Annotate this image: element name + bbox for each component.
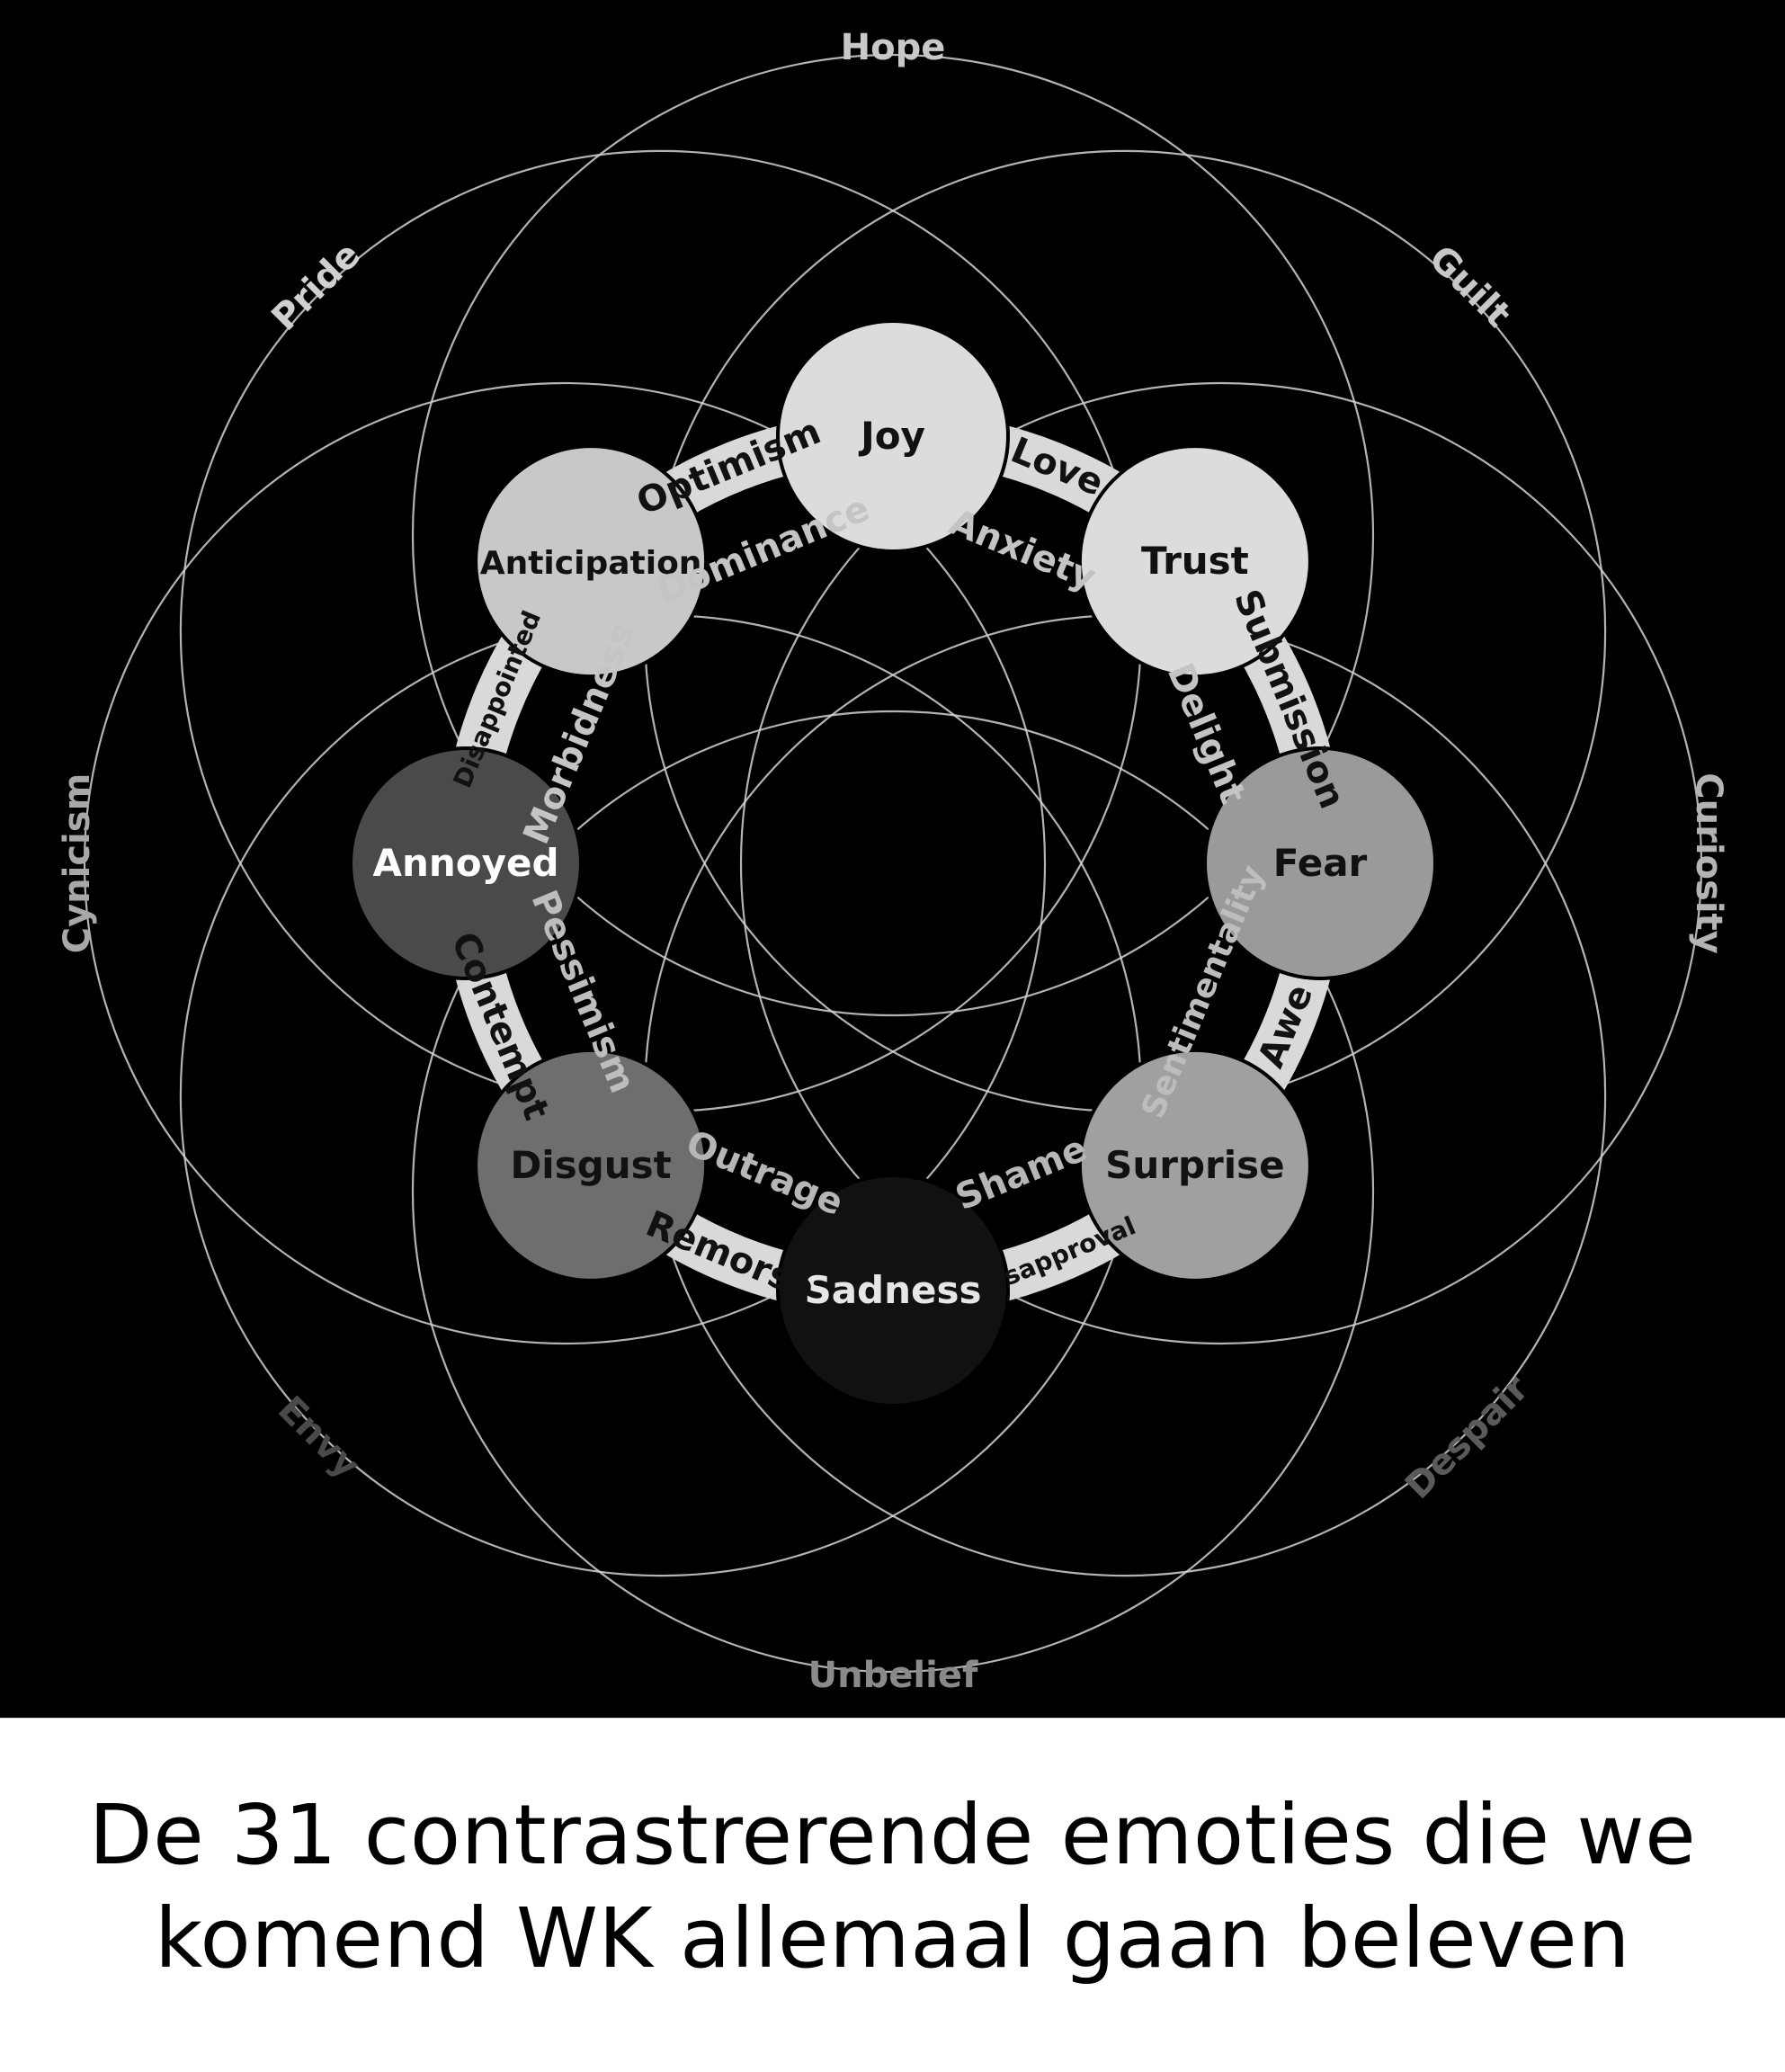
connector-circle xyxy=(411,53,1375,1017)
node-label-anticipation: Anticipation xyxy=(480,545,702,582)
connector-circle xyxy=(739,381,1703,1345)
connector-circle xyxy=(411,710,1375,1674)
outer-label-hope: Hope xyxy=(841,27,946,68)
outer-label-envy: Envy xyxy=(270,1389,368,1487)
node-label-trust: Trust xyxy=(1141,539,1249,583)
node-label-joy: Joy xyxy=(858,414,925,458)
outer-label-guilt: Guilt xyxy=(1421,237,1519,335)
inner-label-anxiety: Anxiety xyxy=(943,502,1102,599)
inner-label-delight: Delight xyxy=(1159,657,1254,809)
node-sadness xyxy=(776,1174,1010,1407)
node-label-fear: Fear xyxy=(1273,841,1368,885)
connector-circle xyxy=(83,381,1047,1345)
node-surprise xyxy=(1077,1048,1312,1282)
outer-label-curiosity: Curiosity xyxy=(1688,773,1729,953)
primary-emotion-nodes xyxy=(349,319,1437,1407)
node-label-surprise: Surprise xyxy=(1105,1143,1285,1187)
node-disgust xyxy=(474,1048,709,1282)
node-fear xyxy=(1203,746,1437,980)
outer-label-pride: Pride xyxy=(264,235,369,339)
node-label-annoyed: Annoyed xyxy=(372,841,558,885)
outer-label-cynicism: Cynicism xyxy=(57,773,98,954)
node-anticipation xyxy=(474,444,709,679)
node-annoyed xyxy=(349,746,583,980)
node-label-disgust: Disgust xyxy=(510,1143,671,1187)
node-trust xyxy=(1077,444,1312,679)
inner-label-shame: Shame xyxy=(950,1128,1093,1219)
caption-panel: De 31 contrastrerende emoties die we kom… xyxy=(0,1718,1785,2072)
caption: De 31 contrastrerende emoties die we kom… xyxy=(0,1783,1785,1990)
caption-line-1: De 31 contrastrerende emoties die we xyxy=(88,1787,1697,1883)
outer-label-despair: Despair xyxy=(1397,1368,1537,1507)
outer-label-unbelief: Unbelief xyxy=(808,1655,978,1696)
caption-line-2: komend WK allemaal gaan beleven xyxy=(155,1890,1630,1987)
node-label-sadness: Sadness xyxy=(804,1268,981,1312)
node-joy xyxy=(776,319,1010,553)
